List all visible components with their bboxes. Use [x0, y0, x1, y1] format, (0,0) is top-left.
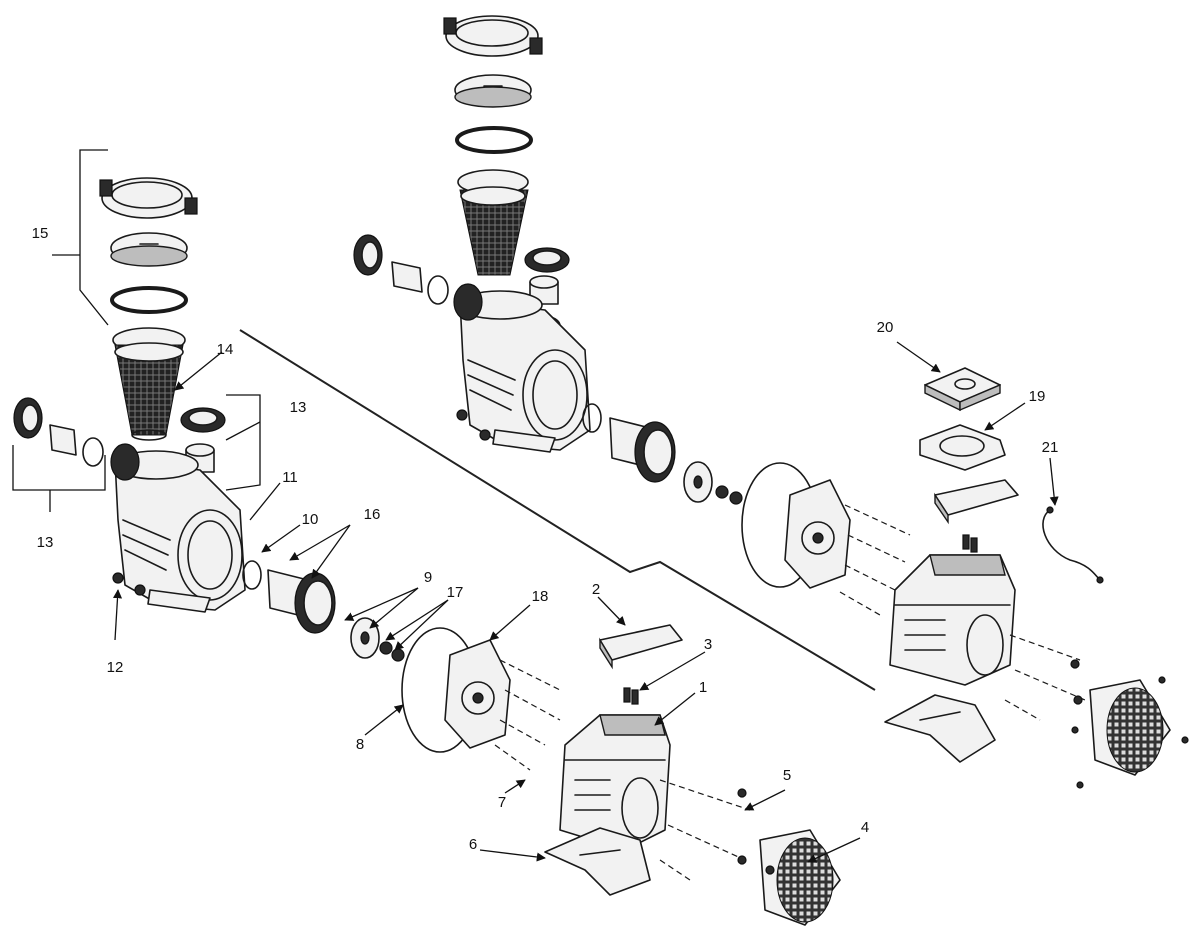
callout-1: 1 [699, 679, 707, 696]
callout-13-top: 13 [290, 399, 307, 416]
upper-union-nut-suction [353, 234, 449, 305]
fan-cover [759, 829, 841, 926]
callout-9: 9 [424, 569, 432, 586]
keypad-cover [924, 367, 1001, 412]
upper-connector-clip [962, 534, 978, 553]
upper-impeller [683, 461, 743, 505]
callout-18: 18 [532, 588, 549, 605]
callout-12: 12 [107, 659, 124, 676]
callout-4: 4 [861, 819, 869, 836]
callout-15: 15 [32, 225, 49, 242]
upper-lid-o-ring [455, 126, 533, 154]
seal-plate [444, 639, 511, 749]
callout-2: 2 [592, 581, 600, 598]
upper-fan-cover [1071, 676, 1189, 789]
callout-16: 16 [364, 506, 381, 523]
lid-clamp-ring [99, 177, 198, 219]
diffuser [242, 560, 336, 634]
callout-8: 8 [356, 736, 364, 753]
callout-14: 14 [217, 341, 234, 358]
lower-assembly [13, 177, 841, 926]
callout-3: 3 [704, 636, 712, 653]
upper-motor-base [884, 694, 996, 763]
upper-motor-bolts [1004, 634, 1086, 721]
upper-seal-plate [784, 479, 851, 589]
leader-lines [12, 149, 1059, 863]
upper-motor-drive [889, 554, 1016, 686]
upper-diffuser [582, 403, 676, 483]
callout-11: 11 [282, 469, 298, 486]
callout-19: 19 [1029, 388, 1046, 405]
strainer-lid [110, 232, 188, 267]
separator-line [239, 329, 876, 691]
callout-7: 7 [498, 794, 506, 811]
strainer-basket [112, 327, 186, 441]
motor-drive [559, 714, 671, 851]
keypad [599, 624, 683, 670]
callout-17: 17 [447, 584, 464, 601]
callout-13-left: 13 [37, 534, 54, 551]
upper-strainer-basket [457, 169, 529, 276]
connector-clip [623, 687, 639, 705]
upper-strainer-lid [454, 74, 532, 108]
callout-labels: 1 2 3 4 5 6 7 8 9 10 11 12 13 13 14 15 1… [32, 225, 1059, 853]
impeller [350, 617, 405, 662]
seal-plate-bolts [494, 659, 561, 771]
callout-6: 6 [469, 836, 477, 853]
callout-21: 21 [1042, 439, 1059, 456]
keypad-mounting-bracket [919, 424, 1006, 471]
upper-lid-clamp-ring [443, 15, 543, 57]
callout-20: 20 [877, 319, 894, 336]
upper-pump-housing [453, 283, 591, 453]
union-nut-suction [13, 397, 104, 467]
upper-seal-plate-bolts [839, 504, 911, 616]
lid-o-ring [110, 286, 188, 314]
upper-assembly [353, 15, 1189, 789]
motor-bolts [659, 779, 751, 881]
callout-5: 5 [783, 767, 791, 784]
upper-keypad [934, 479, 1019, 525]
pump-housing [110, 443, 246, 613]
motor-base [544, 827, 651, 896]
communication-cable [1042, 506, 1104, 584]
callout-10: 10 [302, 511, 319, 528]
